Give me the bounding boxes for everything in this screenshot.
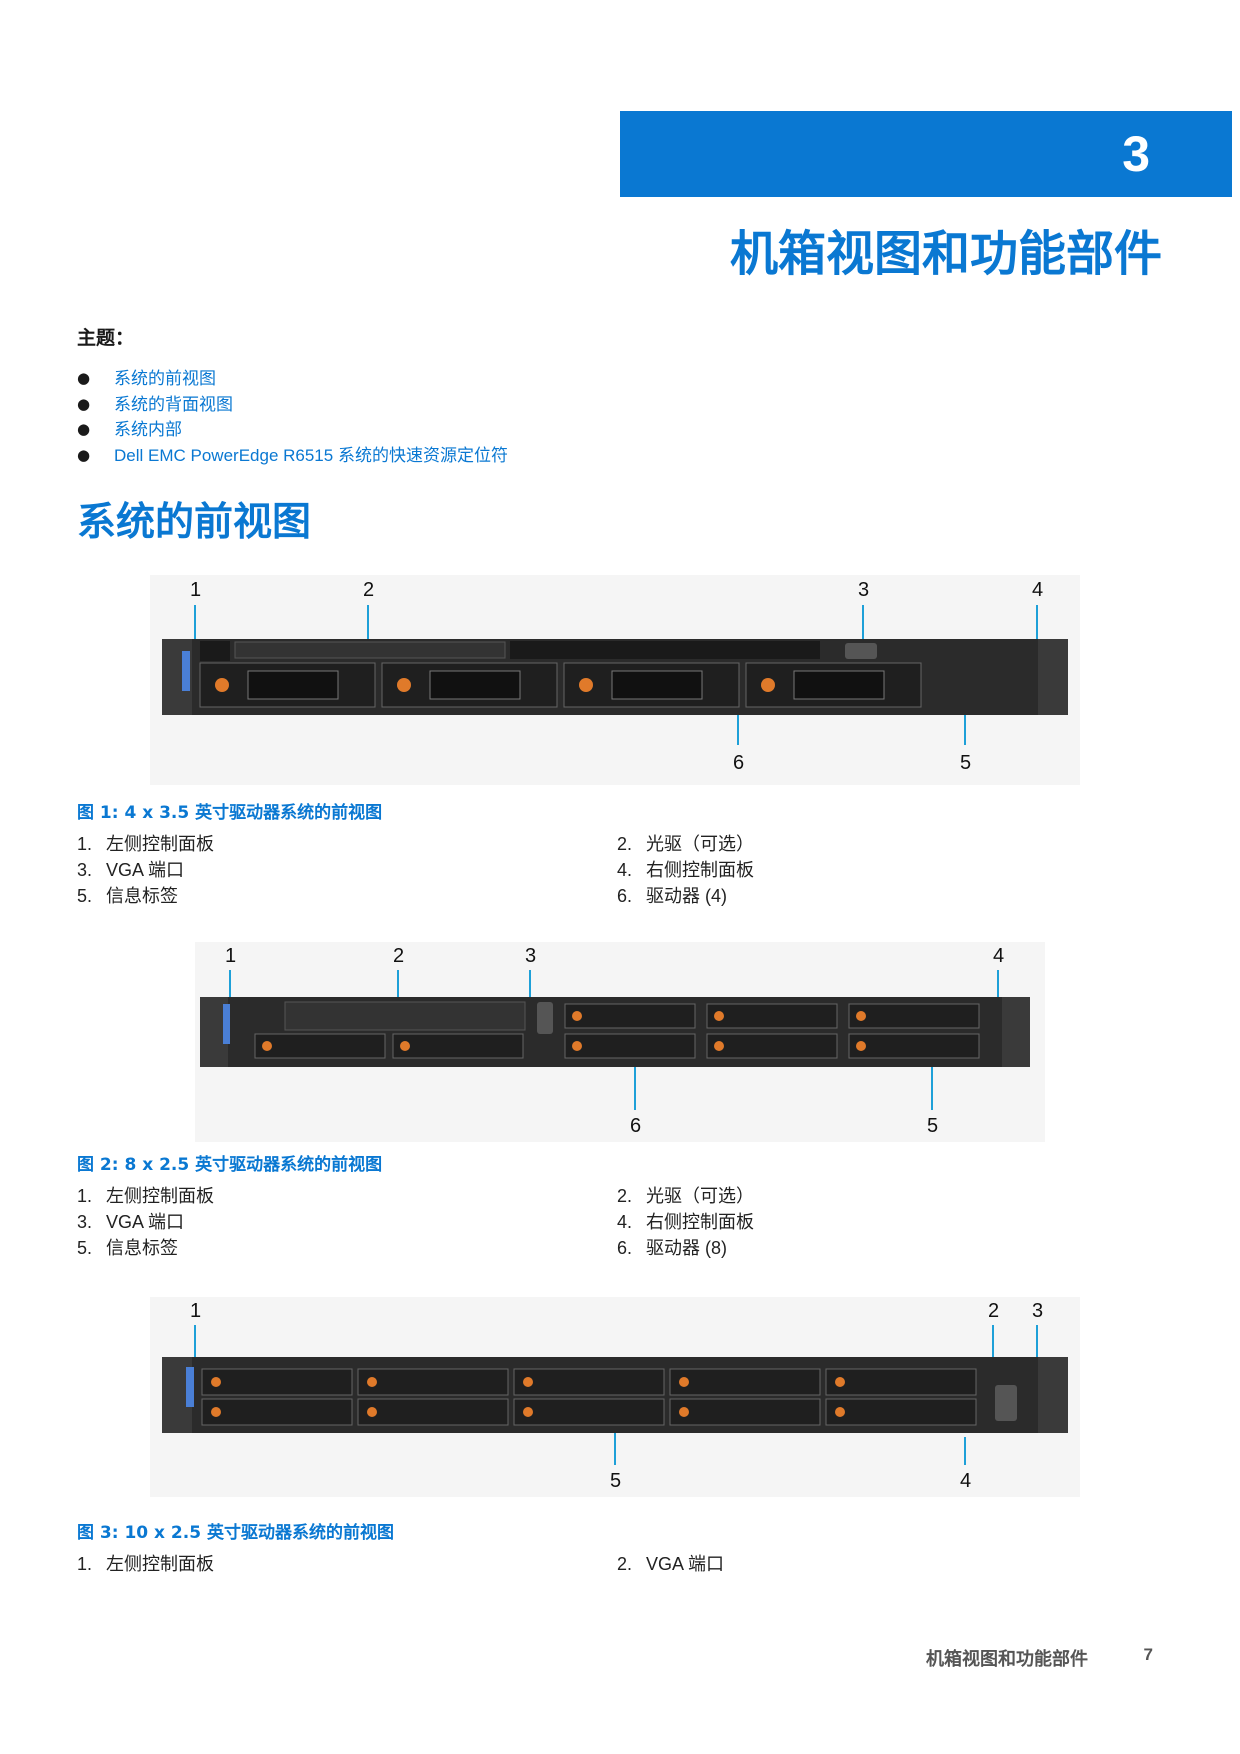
topic-item: ● 系统的前视图: [77, 366, 508, 392]
footer-chapter-title: 机箱视图和功能部件: [926, 1649, 1088, 1670]
legend-item: 2. VGA 端口: [617, 1550, 724, 1576]
callout-label: 2: [988, 1300, 999, 1322]
legend-num: 2.: [617, 834, 633, 854]
callout-label: 1: [190, 1300, 201, 1322]
legend-text: VGA 端口: [646, 1554, 725, 1574]
legend-item: 6. 驱动器 (8): [617, 1234, 727, 1260]
server-front-8x25-illustration: 1 2 3 4 6 5: [195, 942, 1045, 1142]
legend-num: 3.: [77, 860, 93, 880]
topic-link-back-view[interactable]: 系统的背面视图: [114, 394, 233, 414]
bullet-icon: ●: [77, 394, 91, 413]
callout-label: 3: [1032, 1300, 1043, 1322]
callout-label: 2: [393, 945, 404, 967]
server-front-4x35-illustration: 1 2 3 4 6 5: [150, 575, 1080, 785]
legend-text: VGA 端口: [106, 1212, 185, 1232]
legend-item: 3. VGA 端口: [77, 856, 184, 882]
figure-2-caption: 图 2: 8 x 2.5 英寸驱动器系统的前视图: [77, 1155, 383, 1175]
legend-text: 信息标签: [106, 886, 178, 906]
topic-link-quick-resource-locator[interactable]: Dell EMC PowerEdge R6515 系统的快速资源定位符: [114, 445, 508, 465]
legend-num: 1.: [77, 1186, 93, 1206]
section-title: 系统的前视图: [77, 500, 312, 545]
figure-2-image: 1 2 3 4 6 5: [195, 942, 1045, 1142]
footer-page-number: 7: [1143, 1645, 1153, 1664]
legend-item: 1. 左侧控制面板: [77, 830, 214, 856]
legend-item: 1. 左侧控制面板: [77, 1550, 214, 1576]
legend-num: 1.: [77, 834, 93, 854]
legend-item: 4. 右侧控制面板: [617, 1208, 754, 1234]
chapter-banner: 3: [620, 111, 1232, 197]
figure-1-caption: 图 1: 4 x 3.5 英寸驱动器系统的前视图: [77, 803, 383, 823]
bullet-icon: ●: [77, 420, 91, 438]
legend-text: 右侧控制面板: [646, 1212, 754, 1232]
topic-link-front-view[interactable]: 系统的前视图: [114, 369, 216, 388]
topics-heading: 主题：: [77, 327, 135, 349]
legend-text: 驱动器 (4): [646, 886, 727, 906]
legend-num: 6.: [617, 1238, 633, 1258]
legend-num: 2.: [617, 1186, 633, 1206]
legend-text: 左侧控制面板: [106, 1554, 214, 1574]
legend-num: 3.: [77, 1212, 93, 1232]
callout-label: 6: [630, 1115, 641, 1137]
chapter-number: 3: [1122, 126, 1150, 182]
callout-label: 3: [858, 579, 869, 601]
legend-text: 信息标签: [106, 1238, 178, 1258]
callout-label: 2: [363, 579, 374, 601]
legend-item: 5. 信息标签: [77, 882, 178, 908]
legend-item: 2. 光驱（可选）: [617, 1182, 754, 1208]
callout-label: 6: [733, 752, 744, 774]
legend-text: 光驱（可选）: [646, 1186, 754, 1206]
bullet-icon: ●: [77, 369, 91, 387]
legend-num: 6.: [617, 886, 633, 906]
callout-label: 3: [525, 945, 536, 967]
bullet-icon: ●: [77, 445, 91, 464]
callout-label: 4: [1032, 579, 1043, 601]
figure-3-image: 1 2 3 5 4: [150, 1297, 1080, 1497]
callout-label: 4: [960, 1470, 971, 1492]
callout-label: 4: [993, 945, 1004, 967]
topic-link-inside-system[interactable]: 系统内部: [114, 420, 182, 439]
legend-num: 5.: [77, 1238, 93, 1258]
topic-item: ● Dell EMC PowerEdge R6515 系统的快速资源定位符: [77, 443, 508, 469]
legend-item: 5. 信息标签: [77, 1234, 178, 1260]
legend-num: 4.: [617, 1212, 633, 1232]
callout-label: 5: [960, 752, 971, 774]
callout-label: 1: [190, 579, 201, 601]
legend-item: 2. 光驱（可选）: [617, 830, 754, 856]
legend-text: VGA 端口: [106, 860, 185, 880]
figure-1-image: 1 2 3 4 6 5: [150, 575, 1080, 785]
legend-text: 左侧控制面板: [106, 1186, 214, 1206]
server-front-10x25-illustration: 1 2 3 5 4: [150, 1297, 1080, 1497]
legend-num: 5.: [77, 886, 93, 906]
figure-3-caption: 图 3: 10 x 2.5 英寸驱动器系统的前视图: [77, 1523, 394, 1543]
topic-item: ● 系统的背面视图: [77, 392, 508, 418]
topic-item: ● 系统内部: [77, 417, 508, 443]
legend-item: 1. 左侧控制面板: [77, 1182, 214, 1208]
topics-list: ● 系统的前视图 ● 系统的背面视图 ● 系统内部 ● Dell EMC PowerEd…: [77, 366, 508, 468]
legend-num: 1.: [77, 1554, 93, 1574]
legend-item: 6. 驱动器 (4): [617, 882, 727, 908]
legend-num: 2.: [617, 1554, 633, 1574]
legend-num: 4.: [617, 860, 633, 880]
legend-text: 右侧控制面板: [646, 860, 754, 880]
legend-text: 左侧控制面板: [106, 834, 214, 854]
callout-label: 5: [927, 1115, 938, 1137]
callout-label: 5: [610, 1470, 621, 1492]
legend-text: 光驱（可选）: [646, 834, 754, 854]
legend-item: 3. VGA 端口: [77, 1208, 184, 1234]
legend-text: 驱动器 (8): [646, 1238, 727, 1258]
callout-label: 1: [225, 945, 236, 967]
chapter-title: 机箱视图和功能部件: [729, 226, 1162, 282]
legend-item: 4. 右侧控制面板: [617, 856, 754, 882]
